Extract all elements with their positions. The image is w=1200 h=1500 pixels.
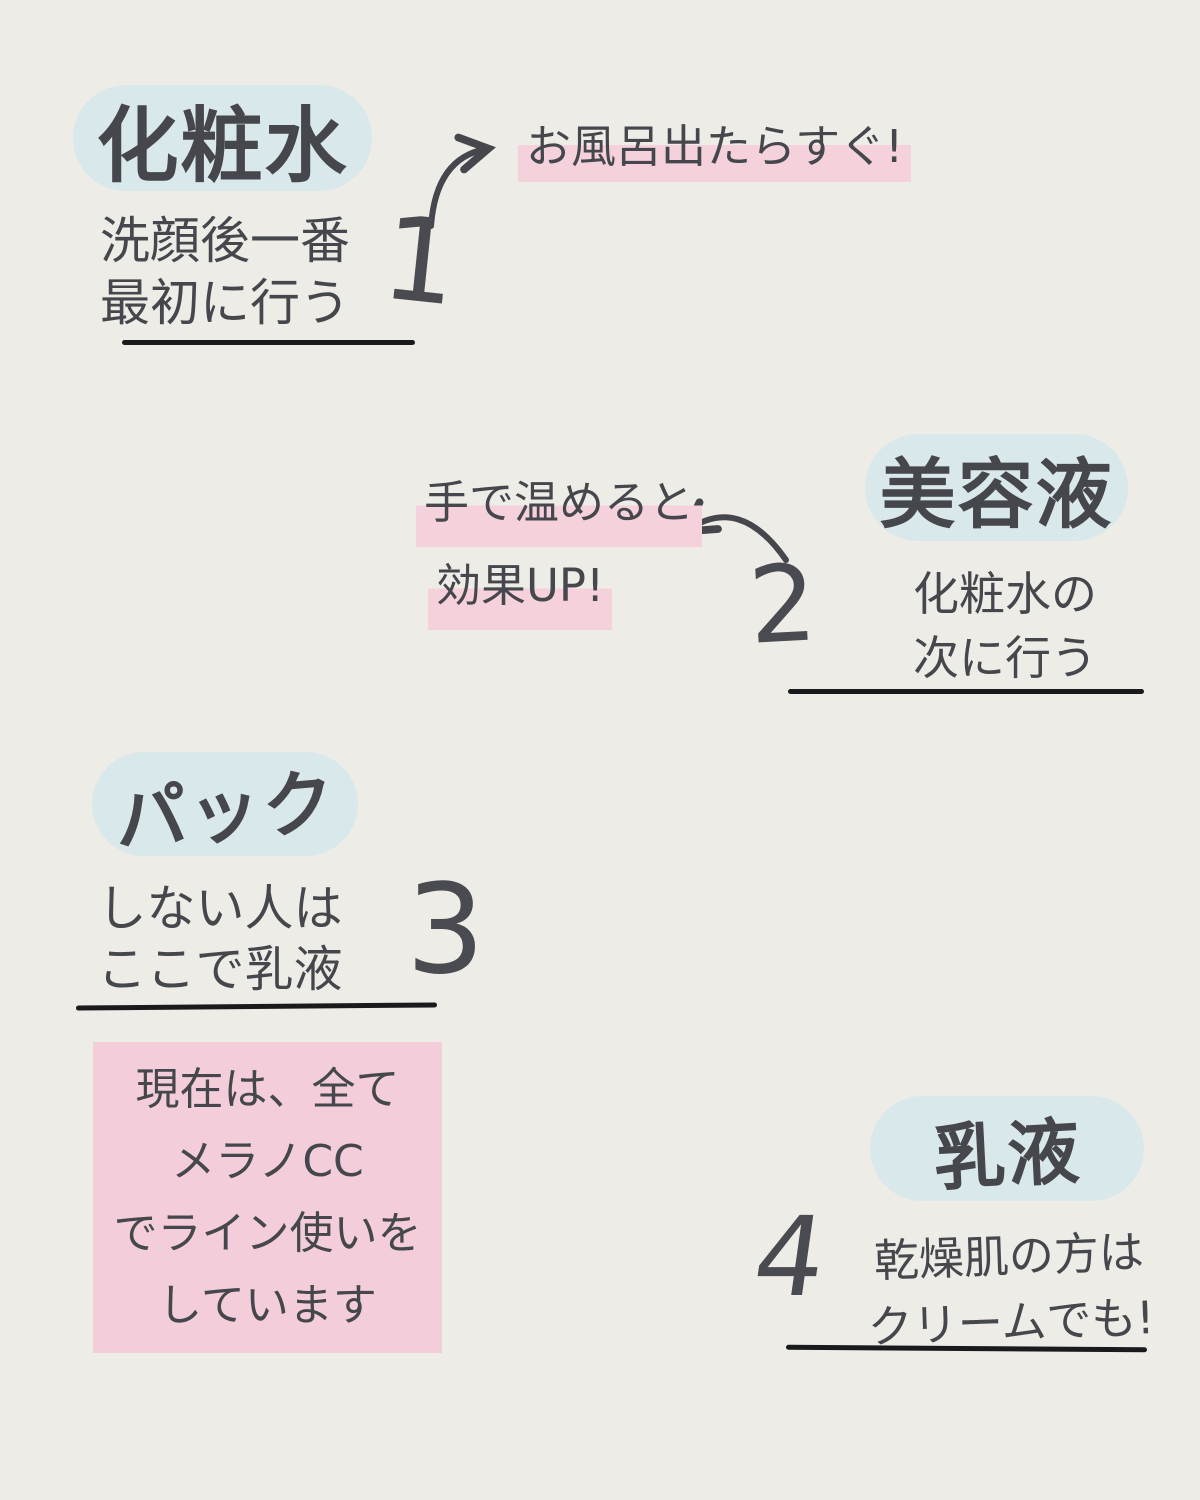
step-2-note-line: 手で温めると bbox=[416, 464, 703, 547]
callout-line: でライン使いを bbox=[113, 1207, 422, 1259]
callout-line: メラノCC bbox=[171, 1135, 364, 1187]
step-2-note-text: 効果UP! bbox=[428, 547, 613, 630]
step-3-description: しない人は ここで乳液 bbox=[70, 878, 370, 1000]
step-4-description-line: 乾燥肌の方は bbox=[872, 1225, 1145, 1288]
step-1-description-line: 最初に行う bbox=[100, 274, 350, 332]
step-4-title-pill: 乳液 bbox=[870, 1096, 1144, 1201]
step-4-title: 乳液 bbox=[931, 1109, 1084, 1201]
step-2-note-text: 手で温めると bbox=[416, 464, 703, 547]
step-2-description-line: 化粧水の bbox=[913, 567, 1097, 621]
step-1-title-pill: 化粧水 bbox=[73, 85, 372, 194]
step-3-title: パック bbox=[111, 758, 340, 862]
step-2-underline bbox=[788, 689, 1144, 694]
step-3-number: 3 bbox=[406, 858, 485, 1002]
step-3-description-line: しない人は bbox=[97, 880, 343, 937]
step-1-note-line: お風呂出たらすぐ! bbox=[518, 108, 912, 182]
callout-line: 現在は、全て bbox=[135, 1063, 400, 1115]
step-2-number: 2 bbox=[745, 541, 820, 668]
step-2-note-line: 効果UP! bbox=[428, 547, 702, 630]
step-3-description-line: ここで乳液 bbox=[97, 941, 343, 998]
step-2-description-line: 次に行う bbox=[913, 631, 1097, 685]
step-4-number: 4 bbox=[746, 1193, 834, 1321]
step-1-title: 化粧水 bbox=[96, 98, 349, 194]
step-1-description: 洗顔後一番 最初に行う bbox=[70, 210, 380, 334]
step-1-underline bbox=[122, 340, 415, 345]
step-2-title-pill: 美容液 bbox=[865, 434, 1128, 541]
step-3-callout-box: 現在は、全て メラノCC でライン使いを しています bbox=[93, 1042, 442, 1353]
step-1-number: 1 bbox=[376, 190, 464, 333]
step-4-description: 乾燥肌の方は クリームでも! bbox=[860, 1219, 1160, 1361]
step-1-description-line: 洗顔後一番 bbox=[100, 212, 350, 270]
step-3-underline bbox=[75, 1002, 438, 1011]
callout-line: しています bbox=[158, 1279, 377, 1331]
step-3-title-pill: パック bbox=[92, 752, 358, 862]
step-2-title: 美容液 bbox=[879, 449, 1114, 539]
step-1-note: お風呂出たらすぐ! bbox=[518, 108, 912, 182]
step-2-description: 化粧水の 次に行う bbox=[875, 562, 1135, 690]
step-2-note: 手で温めると 効果UP! bbox=[416, 464, 703, 630]
